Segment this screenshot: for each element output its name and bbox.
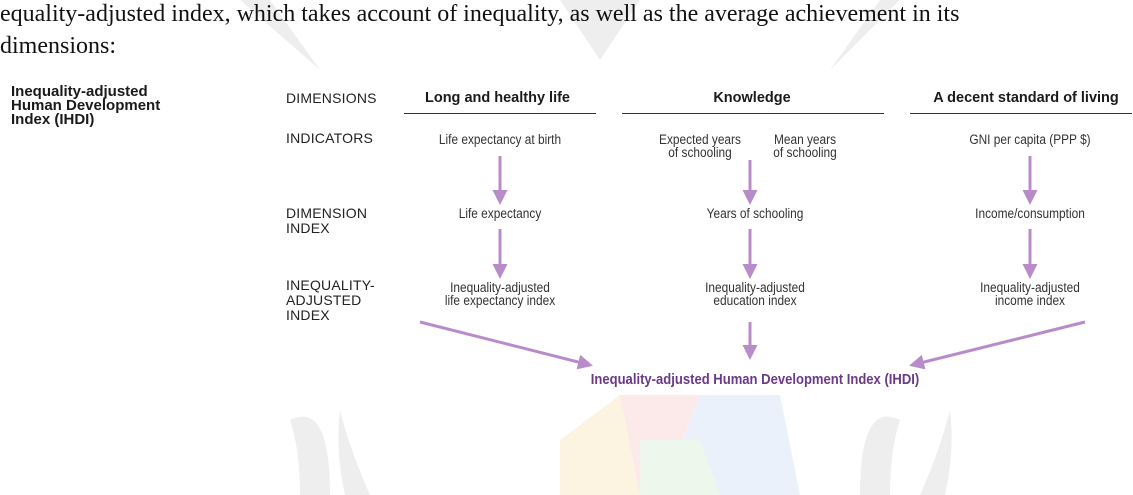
- row-label-line: INDEX: [286, 307, 330, 323]
- node-line: Income/consumption: [975, 206, 1085, 221]
- node-line: of schooling: [773, 145, 837, 160]
- node-line: Inequality-adjusted: [450, 280, 550, 295]
- side-title-line: Inequality-adjusted: [11, 83, 148, 100]
- indicator-gni-per-capita: GNI per capita (PPP $): [938, 132, 1123, 147]
- dimension-knowledge-rule: [622, 113, 884, 114]
- dimension-living-title: A decent standard of living: [933, 90, 1119, 106]
- dimension-living-rule: [910, 113, 1132, 114]
- indicator-mean-years-of-schooling: Mean years of schooling: [752, 132, 858, 160]
- indicator-expected-years-of-schooling: Expected years of schooling: [647, 132, 753, 160]
- node-line: Life expectancy: [458, 206, 542, 221]
- node-line: Inequality-adjusted: [980, 280, 1080, 295]
- row-label-dimensions: DIMENSIONS: [286, 91, 377, 106]
- node-line: GNI per capita (PPP $): [969, 132, 1091, 147]
- node-line: income index: [994, 293, 1065, 308]
- node-line: life expectancy index: [444, 293, 556, 308]
- row-label-indicators: INDICATORS: [286, 131, 373, 146]
- row-label-line: DIMENSIONS: [286, 90, 377, 106]
- dimension-index-income-consumption: Income/consumption: [938, 206, 1123, 221]
- final-index-ihdi: Inequality-adjusted Human Development In…: [590, 372, 920, 388]
- dimension-health-title: Long and healthy life: [424, 90, 570, 106]
- dimension-index-life-expectancy: Life expectancy: [408, 206, 593, 221]
- adjusted-index-life-expectancy: Inequality-adjusted life expectancy inde…: [399, 280, 601, 308]
- node-line: of schooling: [668, 145, 732, 160]
- side-title-line: Index (IHDI): [11, 111, 95, 128]
- row-label-inequality-adjusted-index: INEQUALITY- ADJUSTED INDEX: [286, 278, 375, 323]
- node-line: Expected years: [659, 132, 741, 147]
- node-line: Inequality-adjusted: [705, 280, 805, 295]
- row-label-line: INEQUALITY-: [286, 277, 375, 293]
- node-line: Years of schooling: [706, 206, 804, 221]
- adjusted-index-education: Inequality-adjusted education index: [663, 280, 848, 308]
- indicator-life-expectancy-at-birth: Life expectancy at birth: [408, 132, 593, 147]
- node-line: education index: [713, 293, 797, 308]
- side-title: Inequality-adjusted Human Development In…: [11, 83, 161, 128]
- intro-line-2: dimensions:: [0, 33, 117, 59]
- row-label-line: INDEX: [286, 220, 330, 236]
- row-label-dimension-index: DIMENSION INDEX: [286, 206, 367, 236]
- side-title-line: Human Development: [11, 97, 161, 114]
- dimension-health-rule: [404, 113, 596, 114]
- node-line: Life expectancy at birth: [438, 132, 562, 147]
- row-label-line: ADJUSTED: [286, 292, 362, 308]
- row-label-line: INDICATORS: [286, 130, 374, 146]
- row-label-line: DIMENSION: [286, 205, 368, 221]
- intro-line-1: equality-adjusted index, which takes acc…: [0, 1, 960, 27]
- adjusted-index-income: Inequality-adjusted income index: [938, 280, 1123, 308]
- dimension-index-years-of-schooling: Years of schooling: [663, 206, 848, 221]
- intro-text: equality-adjusted index, which takes acc…: [0, 0, 959, 62]
- dimension-knowledge-title: Knowledge: [713, 90, 791, 106]
- node-line: Mean years: [773, 132, 837, 147]
